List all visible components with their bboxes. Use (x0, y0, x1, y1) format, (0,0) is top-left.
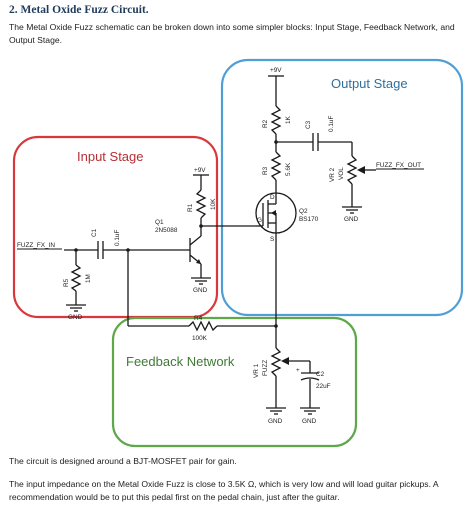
resistor-r4 (188, 320, 218, 332)
q2-value: BS170 (299, 216, 319, 223)
input-net-label: FUZZ_FX_IN (17, 242, 55, 249)
section-heading: 2. Metal Oxide Fuzz Circuit. (9, 4, 149, 16)
q2-pin-g: G (257, 217, 262, 224)
vr1-gnd-label: GND (268, 418, 283, 425)
q2-pin-s: S (270, 236, 274, 243)
capacitor-c3 (312, 133, 319, 151)
feedback-network-label: Feedback Network (126, 354, 235, 369)
input-gnd-label: GND (68, 314, 83, 321)
mosfet-q2 (255, 192, 297, 234)
vr2-value: VOL (338, 167, 345, 180)
capacitor-c2 (300, 372, 320, 381)
potentiometer-vr2 (346, 155, 358, 185)
r3-ref: R3 (262, 166, 269, 175)
resistor-r2 (270, 105, 282, 135)
c3-value: 0.1uF (328, 116, 335, 132)
ground-symbol-q1 (191, 277, 211, 285)
q1-value: 2N5088 (155, 227, 178, 234)
q2-pin-d: D (270, 194, 275, 201)
footer-paragraph-1: The circuit is designed around a BJT-MOS… (9, 456, 237, 466)
r1-supply-label: +9V (194, 167, 206, 174)
output-supply-label: +9V (270, 67, 282, 74)
c2-gnd-label: GND (302, 418, 317, 425)
ground-symbol-input (66, 304, 86, 312)
r4-value: 100K (192, 335, 208, 342)
r4-ref: R4 (194, 315, 203, 322)
feedback-network-block (111, 316, 358, 448)
resistor-r5 (70, 264, 82, 292)
output-stage-label: Output Stage (331, 76, 408, 91)
ground-symbol-c2 (300, 407, 320, 415)
input-stage-block (12, 135, 219, 319)
transistor-q1 (189, 235, 202, 265)
r1-value: 10K (210, 198, 217, 210)
potentiometer-vr1 (270, 347, 282, 377)
vr1-ref: VR 1 (253, 363, 260, 378)
input-stage-label: Input Stage (77, 149, 144, 164)
r5-ref: R5 (63, 278, 70, 287)
ground-symbol-vr1 (266, 407, 286, 415)
r3-value: 5.6K (285, 162, 292, 176)
output-stage-block (220, 58, 464, 317)
vr1-value: FUZZ (262, 360, 269, 376)
c2-plus-sign: + (296, 367, 300, 374)
resistor-r1 (195, 189, 207, 219)
r2-value: 1K (285, 115, 292, 124)
capacitor-c1 (97, 241, 104, 259)
output-net-label: FUZZ_FX_OUT (376, 162, 421, 169)
vr2-gnd-label: GND (344, 216, 359, 223)
q1-ref: Q1 (155, 219, 164, 226)
c2-ref: C2 (316, 371, 325, 378)
resistor-r3 (270, 151, 282, 181)
vr2-ref: VR 2 (329, 167, 336, 182)
q2-ref: Q2 (299, 208, 308, 215)
footer-paragraph-2: The input impedance on the Metal Oxide F… (9, 479, 439, 502)
c3-ref: C3 (305, 120, 312, 129)
intro-paragraph: The Metal Oxide Fuzz schematic can be br… (9, 22, 455, 45)
c1-ref: C1 (91, 228, 98, 237)
r5-value: 1M (85, 274, 92, 283)
r2-ref: R2 (262, 119, 269, 128)
ground-symbol-vr2 (342, 206, 362, 214)
c2-value: 22uF (316, 383, 331, 390)
r1-ref: R1 (187, 203, 194, 212)
c1-value: 0.1uF (114, 230, 121, 246)
q1-gnd-label: GND (193, 287, 208, 294)
